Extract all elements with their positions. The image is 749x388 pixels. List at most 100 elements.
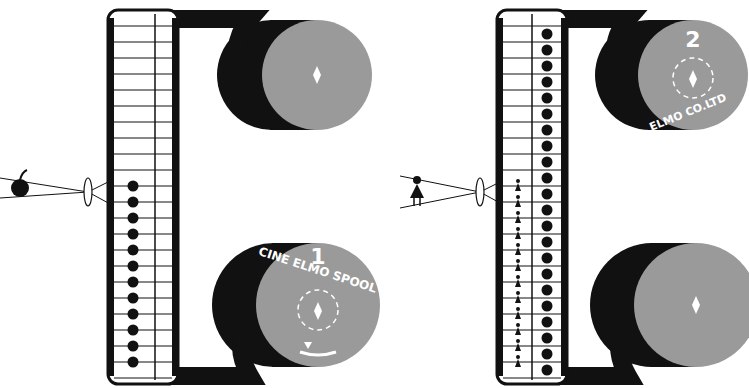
frame-line [503,90,561,91]
frame-line [114,266,172,267]
apple-image [128,261,139,272]
girl-image [516,323,520,327]
girl-image [516,307,520,311]
girl-image [516,291,520,295]
apple-image [128,293,139,304]
apple-image [542,77,553,88]
girl-image [515,343,521,351]
frame-line [503,186,561,187]
frame-line [503,26,561,27]
apple-image [542,237,553,248]
frame-line [503,154,561,155]
frame-line [503,362,561,363]
frame-line [503,202,561,203]
apple-image [542,269,553,280]
frame-line [503,346,561,347]
girl-image [515,311,521,319]
frame-line [114,218,172,219]
frame-line [503,234,561,235]
frame-line [114,282,172,283]
apple-image [542,125,553,136]
frame-line [114,74,172,75]
frame-line [114,186,172,187]
frame-line [114,314,172,315]
girl-image [516,227,520,231]
girl-image [516,339,520,343]
frame-line [503,138,561,139]
frame-line [114,202,172,203]
apple-image [128,357,139,368]
apple-image [542,221,553,232]
girl-image [515,247,521,255]
frame-line [114,138,172,139]
frame-line [114,170,172,171]
frame-line [114,346,172,347]
apple-image [128,197,139,208]
projector-film-path [400,10,749,384]
girl-image [515,295,521,303]
frame-line [503,42,561,43]
frame-line [114,42,172,43]
frame-line [503,74,561,75]
apple-image [542,157,553,168]
apple-image [542,173,553,184]
girl-image [516,259,520,263]
girl-image [516,195,520,199]
girl-image [515,279,521,287]
apple-image [128,325,139,336]
girl-image [515,327,521,335]
girl-image [516,179,520,183]
apple-image [542,109,553,120]
apple-image [128,181,139,192]
frame-line [503,106,561,107]
frame-line [503,170,561,171]
frame-line [503,266,561,267]
girl-image [516,355,520,359]
camera-film-path [0,10,380,384]
apple-image [128,245,139,256]
girl-image [515,199,521,207]
frame-line [114,154,172,155]
apple-image [542,301,553,312]
frame-line [503,58,561,59]
apple-image [542,285,553,296]
frame-line [114,122,172,123]
reel-number: 1 [310,246,325,268]
frame-line [114,106,172,107]
apple-image [542,93,553,104]
apple-image [128,309,139,320]
girl-image [515,215,521,223]
girl-image [516,275,520,279]
apple-image [128,229,139,240]
frame-line [503,378,561,379]
apple-image [128,341,139,352]
girl-image [515,359,521,367]
frame-line [503,330,561,331]
girl-image [516,243,520,247]
frame-line [114,362,172,363]
frame-line [114,26,172,27]
apple-image [128,277,139,288]
frame-line [114,250,172,251]
frame-line [503,218,561,219]
frame-line [114,378,172,379]
girl-image [515,231,521,239]
frame-line [503,250,561,251]
reel-number: 2 [685,29,700,51]
apple-image [542,317,553,328]
apple-image [542,29,553,40]
apple-image [542,61,553,72]
frame-line [114,330,172,331]
apple-image [542,349,553,360]
girl-image [515,263,521,271]
apple-image [542,141,553,152]
apple-image [542,333,553,344]
frame-line [114,234,172,235]
frame-line [503,122,561,123]
frame-line [503,282,561,283]
apple-image [542,365,553,376]
apple-image [542,45,553,56]
frame-line [114,58,172,59]
girl-image [516,211,520,215]
